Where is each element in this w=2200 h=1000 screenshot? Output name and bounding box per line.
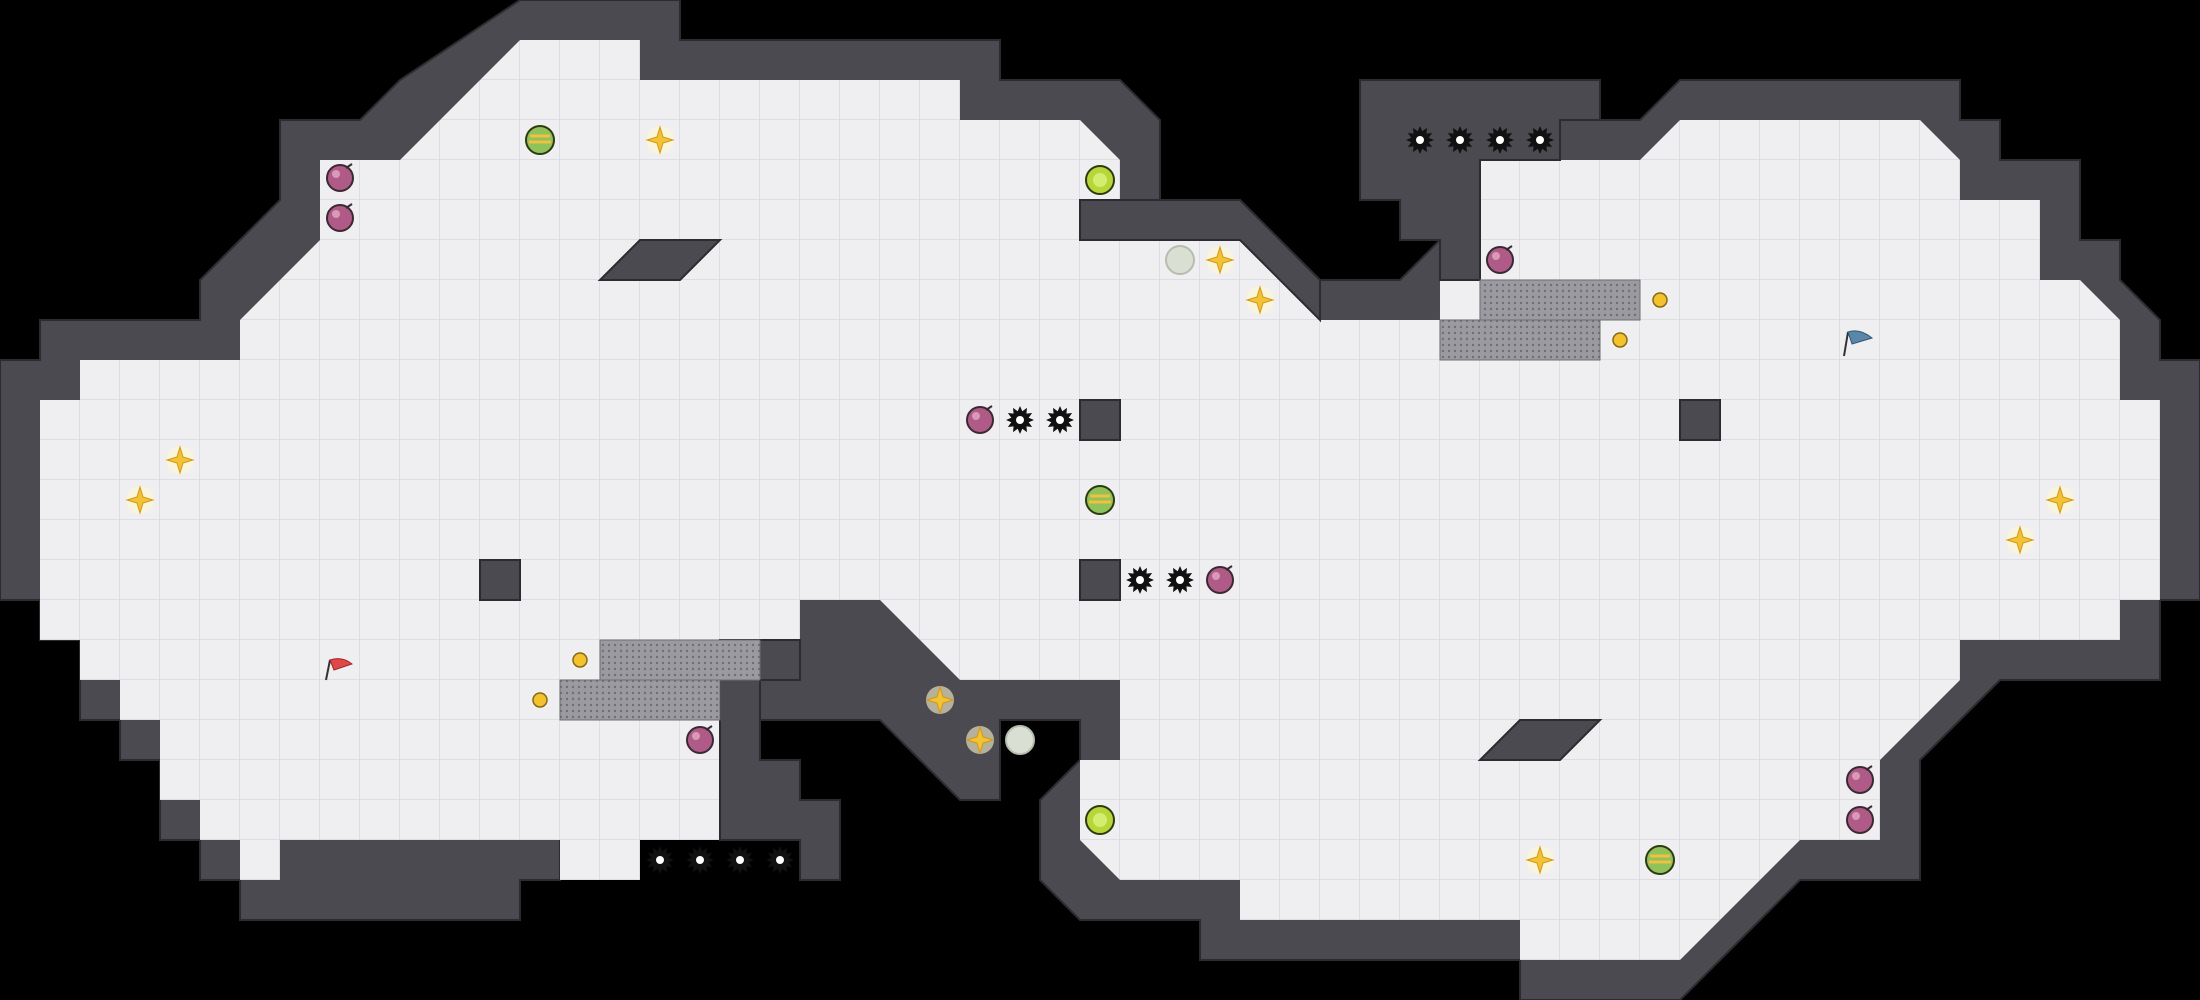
spike-mine-icon[interactable] (646, 846, 674, 874)
sparkle-icon[interactable] (2045, 485, 2075, 515)
coin-icon[interactable] (1612, 332, 1628, 348)
sparkle-icon[interactable] (1205, 245, 1235, 275)
ghost-orb-icon[interactable] (1005, 725, 1035, 755)
spike-mine-icon[interactable] (726, 846, 754, 874)
bomb-icon[interactable] (1486, 245, 1514, 274)
spike-mine-icon[interactable] (766, 846, 794, 874)
spike-mine-icon[interactable] (686, 846, 714, 874)
mesh-platforms (559, 279, 1641, 721)
sparkle-icon[interactable] (925, 685, 955, 715)
bomb-icon[interactable] (686, 725, 714, 754)
blue-goal-flag-icon[interactable] (1843, 330, 1874, 357)
coin-icon[interactable] (1652, 292, 1668, 308)
game-items (125, 125, 2075, 875)
spike-mine-icon[interactable] (1446, 126, 1474, 154)
sparkle-icon[interactable] (1525, 845, 1555, 875)
red-start-flag-icon[interactable] (325, 658, 354, 681)
sparkle-icon[interactable] (2005, 525, 2035, 555)
spike-mine-icon[interactable] (1526, 126, 1554, 154)
bomb-icon[interactable] (966, 405, 994, 434)
sparkle-icon[interactable] (965, 725, 995, 755)
coin-icon[interactable] (532, 692, 548, 708)
sparkle-icon[interactable] (125, 485, 155, 515)
lime-orb-icon[interactable] (1085, 165, 1115, 195)
striped-orb-icon[interactable] (525, 125, 555, 155)
spike-mine-icon[interactable] (1046, 406, 1074, 434)
bomb-icon[interactable] (1206, 565, 1234, 594)
bomb-icon[interactable] (1846, 765, 1874, 794)
ghost-orb-icon[interactable] (1165, 245, 1195, 275)
spike-mine-icon[interactable] (1486, 126, 1514, 154)
lime-orb-icon[interactable] (1085, 805, 1115, 835)
bomb-icon[interactable] (326, 203, 354, 232)
sparkle-icon[interactable] (645, 125, 675, 155)
spike-mine-icon[interactable] (1006, 406, 1034, 434)
spike-mine-icon[interactable] (1166, 566, 1194, 594)
spike-mine-icon[interactable] (1126, 566, 1154, 594)
bomb-icon[interactable] (326, 163, 354, 192)
sparkle-icon[interactable] (1245, 285, 1275, 315)
sparkle-icon[interactable] (165, 445, 195, 475)
striped-orb-icon[interactable] (1645, 845, 1675, 875)
coin-icon[interactable] (572, 652, 588, 668)
bomb-icon[interactable] (1846, 805, 1874, 834)
striped-orb-icon[interactable] (1085, 485, 1115, 515)
spike-mine-icon[interactable] (1406, 126, 1434, 154)
